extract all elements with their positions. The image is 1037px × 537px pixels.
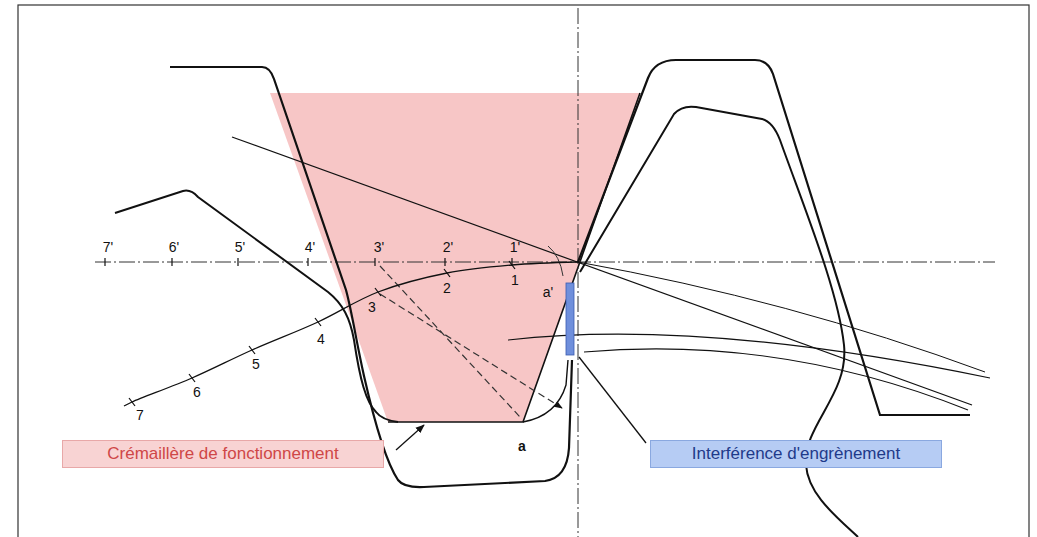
arc [508, 334, 990, 378]
arc-tick [249, 346, 255, 354]
gear-tooth-right [578, 60, 970, 415]
pitch-ticks [105, 258, 512, 266]
point-label: 4 [317, 332, 325, 346]
construction-arrow [380, 294, 562, 408]
arc-tick [375, 288, 381, 296]
trochoid-curve [523, 360, 568, 422]
callout-box: Crémaillère de fonctionnement [62, 440, 384, 468]
callout-text: Interférence d'engrènement [692, 444, 900, 464]
gear-tooth-space [170, 67, 572, 487]
point-label: 3 [368, 300, 376, 314]
involute-arc [124, 262, 578, 406]
rack-tooth [270, 93, 640, 422]
rack-outline [388, 93, 640, 422]
arc-tick [129, 398, 135, 406]
construction-arc [548, 246, 563, 276]
leader-line [579, 357, 646, 443]
point-label: 3' [374, 240, 384, 254]
leader-line [396, 425, 424, 450]
point-label: 4' [305, 240, 315, 254]
callout-text: Crémaillère de fonctionnement [107, 444, 339, 464]
point-label: 5 [252, 357, 260, 371]
point-label: 2 [443, 281, 451, 295]
point-label: 1' [510, 240, 520, 254]
arc [584, 349, 968, 410]
center-line [578, 8, 579, 537]
arc [578, 262, 985, 372]
interference-zone [566, 283, 574, 355]
line-of-action [232, 137, 972, 405]
pitch-line [95, 262, 995, 263]
frame [18, 5, 1029, 537]
arc-tick [444, 269, 450, 277]
point-label: 2' [443, 240, 453, 254]
point-label: a' [543, 285, 553, 299]
gear-tooth-inner [580, 107, 858, 537]
arc-tick [315, 318, 321, 326]
point-label: a [518, 439, 526, 453]
pinion-tooth [115, 191, 398, 422]
point-label: 7 [136, 408, 144, 422]
point-label: 7' [103, 240, 113, 254]
point-label: 6' [169, 240, 179, 254]
arc-tick [189, 374, 195, 382]
arc-tick [509, 261, 515, 269]
point-label: 5' [235, 240, 245, 254]
point-label: 1 [511, 273, 519, 287]
construction-line [380, 266, 520, 417]
callout-box: Interférence d'engrènement [650, 440, 942, 468]
point-label: 6 [193, 385, 201, 399]
